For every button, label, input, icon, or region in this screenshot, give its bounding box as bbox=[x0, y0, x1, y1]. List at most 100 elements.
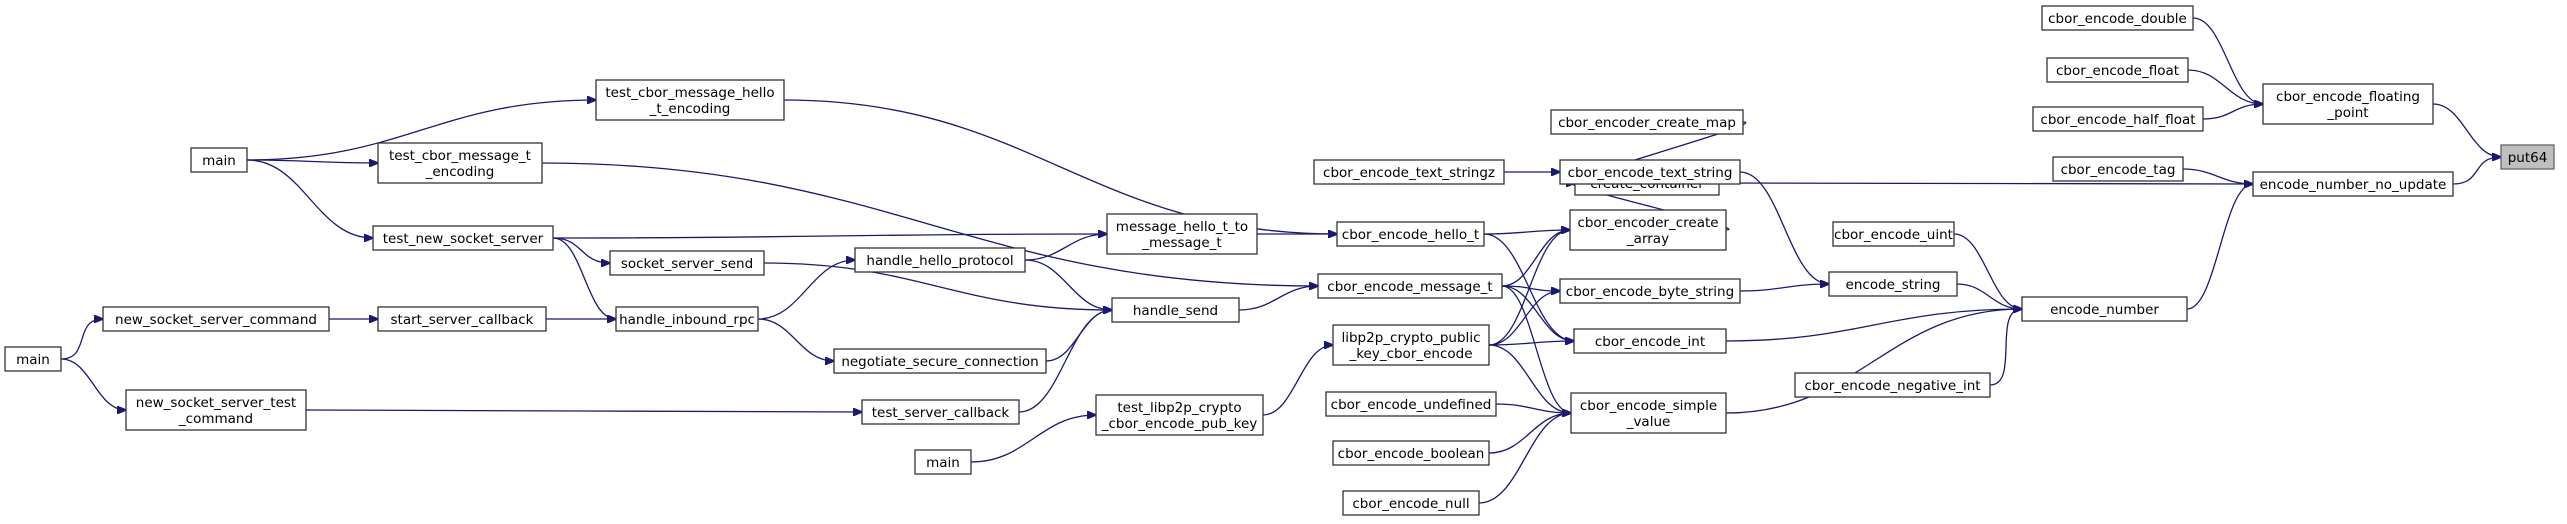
node-cbor-encode-undefined[interactable]: cbor_encode_undefined bbox=[1325, 391, 1497, 417]
node-handle-send[interactable]: handle_send bbox=[1111, 297, 1240, 323]
node-cbor-encode-text-string[interactable]: cbor_encode_text_string bbox=[1559, 159, 1741, 185]
node-label: cbor_encode_hello_t bbox=[1342, 227, 1479, 243]
node-box bbox=[372, 225, 554, 251]
node-layer: put64 cbor_encode_double cbor_encode_float… bbox=[4, 5, 2555, 516]
edge-socket-server-send-to-handle-send bbox=[763, 262, 1112, 310]
node-cbor-encode-tag[interactable]: cbor_encode_tag bbox=[2052, 156, 2184, 182]
node-encode-string[interactable]: encode_string bbox=[1828, 271, 1958, 297]
node-test-libp2p-crypto-cbor-encode-pub-key[interactable]: test_libp2p_crypto_cbor_encode_pub_key bbox=[1095, 394, 1264, 436]
node-box bbox=[1313, 159, 1505, 185]
node-box bbox=[854, 247, 1026, 273]
edge-cbor-encode-tag-to-encode-number-no-update bbox=[2182, 168, 2253, 184]
node-message-hello-t-to-message-t[interactable]: message_hello_t_to_message_t bbox=[1106, 213, 1258, 255]
node-label: _t_encoding bbox=[649, 101, 731, 117]
node-label: encode_number_no_update bbox=[2260, 177, 2447, 193]
edge-main-a-to-test-new-socket-server bbox=[246, 159, 373, 238]
node-cbor-encode-floating-point[interactable]: cbor_encode_floating_point bbox=[2262, 83, 2434, 125]
node-box bbox=[1336, 221, 1485, 247]
node-label: cbor_encode_text_string bbox=[1568, 165, 1733, 181]
node-cbor-encode-double[interactable]: cbor_encode_double bbox=[2041, 5, 2194, 31]
node-main-a[interactable]: main bbox=[190, 147, 248, 173]
node-test-cbor-message-t-encoding[interactable]: test_cbor_message_t_encoding bbox=[377, 142, 543, 184]
node-label: cbor_encode_byte_string bbox=[1566, 284, 1734, 300]
node-negotiate-secure-connection[interactable]: negotiate_secure_connection bbox=[833, 348, 1047, 374]
node-cbor-encode-message-t[interactable]: cbor_encode_message_t bbox=[1317, 273, 1503, 299]
node-libp2p-crypto-public-key-cbor-encode[interactable]: libp2p_crypto_public_key_cbor_encode bbox=[1332, 324, 1490, 366]
edge-cbor-encode-hello-t-to-cbor-encoder-create-array bbox=[1483, 230, 1570, 235]
node-start-server-callback[interactable]: start_server_callback bbox=[377, 306, 547, 332]
node-box bbox=[1570, 392, 1727, 434]
node-label: new_socket_server_command bbox=[115, 312, 317, 328]
node-label: handle_inbound_rpc bbox=[619, 312, 755, 328]
node-handle-hello-protocol[interactable]: handle_hello_protocol bbox=[854, 247, 1026, 273]
edge-encode-string-to-encode-number bbox=[1956, 283, 2022, 309]
node-label: _cbor_encode_pub_key bbox=[1101, 416, 1258, 432]
node-cbor-encode-boolean[interactable]: cbor_encode_boolean bbox=[1332, 440, 1490, 466]
node-main-b[interactable]: main bbox=[4, 346, 62, 372]
node-cbor-encode-uint[interactable]: cbor_encode_uint bbox=[1832, 221, 1955, 247]
node-test-new-socket-server[interactable]: test_new_socket_server bbox=[372, 225, 554, 251]
node-test-cbor-message-hello-t-encoding[interactable]: test_cbor_message_hello_t_encoding bbox=[595, 79, 785, 121]
node-label: test_cbor_message_hello bbox=[605, 85, 774, 101]
edge-cbor-encode-floating-point-to-put64 bbox=[2432, 103, 2501, 157]
node-label: main bbox=[202, 153, 236, 169]
node-cbor-encode-float[interactable]: cbor_encode_float bbox=[2046, 57, 2189, 83]
node-cbor-encode-simple-value[interactable]: cbor_encode_simple_value bbox=[1570, 392, 1727, 434]
node-label: socket_server_send bbox=[621, 256, 753, 272]
node-box bbox=[1317, 273, 1503, 299]
node-cbor-encoder-create-array[interactable]: cbor_encoder_create_array bbox=[1569, 209, 1727, 251]
node-label: main bbox=[926, 455, 960, 471]
node-cbor-encoder-create-map[interactable]: cbor_encoder_create_map bbox=[1550, 109, 1744, 135]
node-label: cbor_encoder_create bbox=[1577, 215, 1718, 231]
node-box bbox=[1325, 391, 1497, 417]
edge-handle-send-to-cbor-encode-message-t bbox=[1238, 286, 1318, 311]
node-box bbox=[2262, 83, 2434, 125]
node-socket-server-send[interactable]: socket_server_send bbox=[609, 250, 765, 276]
node-box bbox=[2052, 156, 2184, 182]
node-label: cbor_encode_undefined bbox=[1331, 397, 1492, 413]
node-label: cbor_encode_tag bbox=[2061, 162, 2176, 178]
node-label: put64 bbox=[2508, 150, 2548, 166]
edge-test-new-socket-server-to-message-hello-t-to-message-t bbox=[552, 234, 1107, 239]
node-label: _command bbox=[178, 411, 253, 427]
node-cbor-encode-hello-t[interactable]: cbor_encode_hello_t bbox=[1336, 221, 1485, 247]
node-label: cbor_encode_boolean bbox=[1338, 446, 1485, 462]
node-box bbox=[1569, 209, 1727, 251]
edge-libp2p-crypto-public-key-cbor-encode-to-cbor-encode-byte-string bbox=[1488, 291, 1560, 346]
edge-handle-inbound-rpc-to-handle-hello-protocol bbox=[757, 260, 855, 320]
node-box bbox=[1559, 278, 1741, 304]
edge-test-new-socket-server-to-socket-server-send bbox=[552, 237, 610, 263]
edge-main-b-to-new-socket-server-command bbox=[60, 319, 103, 360]
node-label: _encoding bbox=[425, 164, 495, 180]
node-put64[interactable]: put64 bbox=[2500, 144, 2555, 170]
edge-cbor-encode-int-to-encode-number bbox=[1725, 309, 2022, 342]
edge-handle-inbound-rpc-to-negotiate-secure-connection bbox=[757, 318, 834, 361]
node-box bbox=[190, 147, 248, 173]
node-test-server-callback[interactable]: test_server_callback bbox=[861, 399, 1020, 425]
node-box bbox=[102, 306, 330, 332]
edge-main-a-to-test-cbor-message-hello-t-encoding bbox=[246, 100, 596, 161]
node-cbor-encode-half-float[interactable]: cbor_encode_half_float bbox=[2032, 106, 2204, 132]
node-cbor-encode-negative-int[interactable]: cbor_encode_negative_int bbox=[1794, 372, 1991, 398]
node-cbor-encode-byte-string[interactable]: cbor_encode_byte_string bbox=[1559, 278, 1741, 304]
edge-libp2p-crypto-public-key-cbor-encode-to-cbor-encode-int bbox=[1488, 341, 1574, 346]
node-label: negotiate_secure_connection bbox=[841, 354, 1038, 370]
edge-cbor-encode-negative-int-to-encode-number bbox=[1989, 309, 2022, 386]
edge-cbor-encode-uint-to-encode-number bbox=[1953, 233, 2022, 309]
node-main-c[interactable]: main bbox=[914, 449, 972, 475]
node-label: _key_cbor_encode bbox=[1348, 346, 1472, 362]
node-label: test_new_socket_server bbox=[383, 231, 544, 247]
edge-libp2p-crypto-public-key-cbor-encode-to-cbor-encoder-create-array bbox=[1488, 230, 1570, 346]
node-encode-number-no-update[interactable]: encode_number_no_update bbox=[2252, 171, 2454, 197]
node-cbor-encode-null[interactable]: cbor_encode_null bbox=[1342, 490, 1480, 516]
node-cbor-encode-text-stringz[interactable]: cbor_encode_text_stringz bbox=[1313, 159, 1505, 185]
node-box bbox=[2032, 106, 2204, 132]
node-label: cbor_encode_negative_int bbox=[1804, 378, 1980, 394]
node-new-socket-server-test-command[interactable]: new_socket_server_test_command bbox=[125, 389, 307, 431]
node-encode-number[interactable]: encode_number bbox=[2021, 296, 2188, 322]
edge-test-libp2p-crypto-cbor-encode-pub-key-to-libp2p-crypto-public-key-cbor-encode bbox=[1262, 345, 1333, 416]
node-cbor-encode-int[interactable]: cbor_encode_int bbox=[1573, 328, 1727, 354]
edge-cbor-encode-null-to-cbor-encode-simple-value bbox=[1478, 413, 1571, 504]
node-handle-inbound-rpc[interactable]: handle_inbound_rpc bbox=[615, 306, 759, 332]
node-new-socket-server-command[interactable]: new_socket_server_command bbox=[102, 306, 330, 332]
